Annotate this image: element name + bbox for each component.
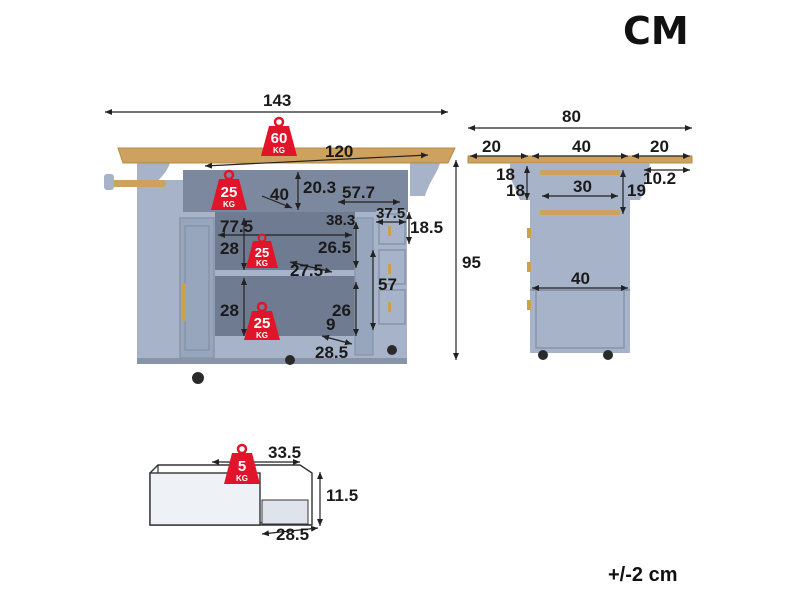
dim-cabinet-width: 77.5 bbox=[220, 217, 253, 236]
dim-center: 40 bbox=[572, 137, 591, 156]
dim-spice-rack-upper: 26.5 bbox=[318, 238, 351, 257]
dim-drawer-detail-height: 11.5 bbox=[326, 486, 358, 505]
dim-cabinet-depth: 38.3 bbox=[326, 212, 355, 229]
dim-open-shelf-depth: 40 bbox=[270, 185, 289, 204]
weight-badge-upper-shelf: 25 KG bbox=[246, 233, 278, 268]
tolerance-note: +/-2 cm bbox=[608, 564, 677, 586]
dim-left-leaf: 20 bbox=[482, 137, 501, 156]
dim-left-bracket-a: 18 bbox=[496, 165, 515, 184]
island-base bbox=[137, 358, 407, 364]
side-wood-top bbox=[467, 155, 693, 164]
weight-badge-open-shelf: 25 KG bbox=[211, 169, 247, 210]
caster-wheel bbox=[387, 345, 397, 355]
side-towel-bar-bottom bbox=[540, 210, 620, 215]
dim-drawer-width: 37.5 bbox=[376, 205, 405, 222]
side-view: 80 20 40 20 18 18 30 19 10.2 40 bbox=[467, 107, 693, 360]
front-view: 143 120 95 40 20.3 57.7 77.5 38.3 37.5 1… bbox=[104, 91, 481, 384]
drawer-handle bbox=[388, 264, 391, 274]
drawer-front bbox=[261, 499, 309, 525]
dim-upper-cabinet-height: 28 bbox=[220, 239, 239, 258]
side-handle bbox=[527, 300, 531, 310]
dim-line-open-shelf-depth bbox=[261, 195, 293, 209]
dim-open-shelf-height: 20.3 bbox=[303, 178, 336, 197]
dim-height: 95 bbox=[462, 253, 481, 272]
dim-top-width: 120 bbox=[325, 142, 353, 161]
weight-badge-lower-shelf: 25 KG bbox=[244, 301, 280, 340]
dim-right-leaf: 20 bbox=[650, 137, 669, 156]
weight-unit-upper-shelf: KG bbox=[256, 259, 268, 268]
spice-rack-door bbox=[354, 217, 374, 356]
weight-value-top: 60 bbox=[271, 130, 288, 147]
dim-drawer-stack: 57 bbox=[378, 275, 397, 294]
dim-spice-rack-width: 27.5 bbox=[290, 261, 323, 280]
side-caster bbox=[538, 350, 548, 360]
side-caster bbox=[603, 350, 613, 360]
drawer-3 bbox=[378, 289, 406, 325]
weight-unit-top: KG bbox=[273, 146, 285, 155]
weight-badge-top: 60 KG bbox=[261, 116, 297, 156]
dim-towel-rack-height: 19 bbox=[627, 181, 646, 200]
dim-right-overhang: 10.2 bbox=[643, 169, 676, 188]
weight-unit-drawer: KG bbox=[236, 474, 248, 483]
drawer-1 bbox=[378, 213, 406, 245]
towel-bar bbox=[108, 180, 166, 187]
side-towel-bar-top bbox=[540, 170, 620, 175]
door-handle bbox=[182, 283, 186, 321]
weight-badge-drawer: 5 KG bbox=[224, 443, 260, 484]
caster-wheel bbox=[285, 355, 295, 365]
dim-spice-rack-depth: 9 bbox=[326, 315, 335, 334]
towel-bar-bracket bbox=[104, 174, 114, 190]
dim-drawer-detail-width: 33.5 bbox=[268, 443, 301, 462]
drawer-handle bbox=[388, 302, 391, 312]
weight-value-open-shelf: 25 bbox=[221, 184, 238, 201]
unit-label: CM bbox=[623, 9, 689, 53]
weight-value-upper-shelf: 25 bbox=[255, 245, 269, 260]
dim-line-spice-rack-width bbox=[289, 260, 333, 274]
dim-towel-rack-width: 30 bbox=[573, 177, 592, 196]
weight-value-lower-shelf: 25 bbox=[254, 315, 271, 332]
dim-drawer-detail-depth: 28.5 bbox=[276, 525, 309, 544]
cabinet-floor bbox=[215, 336, 355, 344]
weight-value-drawer: 5 bbox=[238, 458, 246, 475]
dim-lower-cabinet-height: 28 bbox=[220, 301, 239, 320]
dim-open-shelf-width: 57.7 bbox=[342, 183, 375, 202]
weight-unit-open-shelf: KG bbox=[223, 200, 235, 209]
dim-overall-width: 143 bbox=[263, 91, 291, 110]
drawer-2 bbox=[378, 249, 406, 285]
dim-body-width: 40 bbox=[571, 269, 590, 288]
dim-drawer-height: 18.5 bbox=[410, 218, 443, 237]
dim-left-bracket-b: 18 bbox=[506, 181, 525, 200]
drawer-detail: 33.5 11.5 28.5 5 KG bbox=[149, 443, 358, 544]
side-handle bbox=[527, 228, 531, 238]
dim-side-overall: 80 bbox=[562, 107, 581, 126]
dim-line-top-width bbox=[204, 152, 429, 169]
dim-line-drawer-detail-depth bbox=[261, 525, 319, 537]
right-corbel bbox=[410, 163, 440, 196]
caster-wheel bbox=[192, 372, 204, 384]
dim-line-spice-rack-bottom bbox=[321, 334, 353, 346]
drawer-handle bbox=[388, 226, 391, 236]
cabinet-shelf bbox=[215, 270, 355, 276]
dim-spice-rack-bottom: 28.5 bbox=[315, 343, 348, 362]
side-handle bbox=[527, 262, 531, 272]
weight-unit-lower-shelf: KG bbox=[256, 331, 268, 340]
dim-spice-rack-lower: 26 bbox=[332, 301, 351, 320]
